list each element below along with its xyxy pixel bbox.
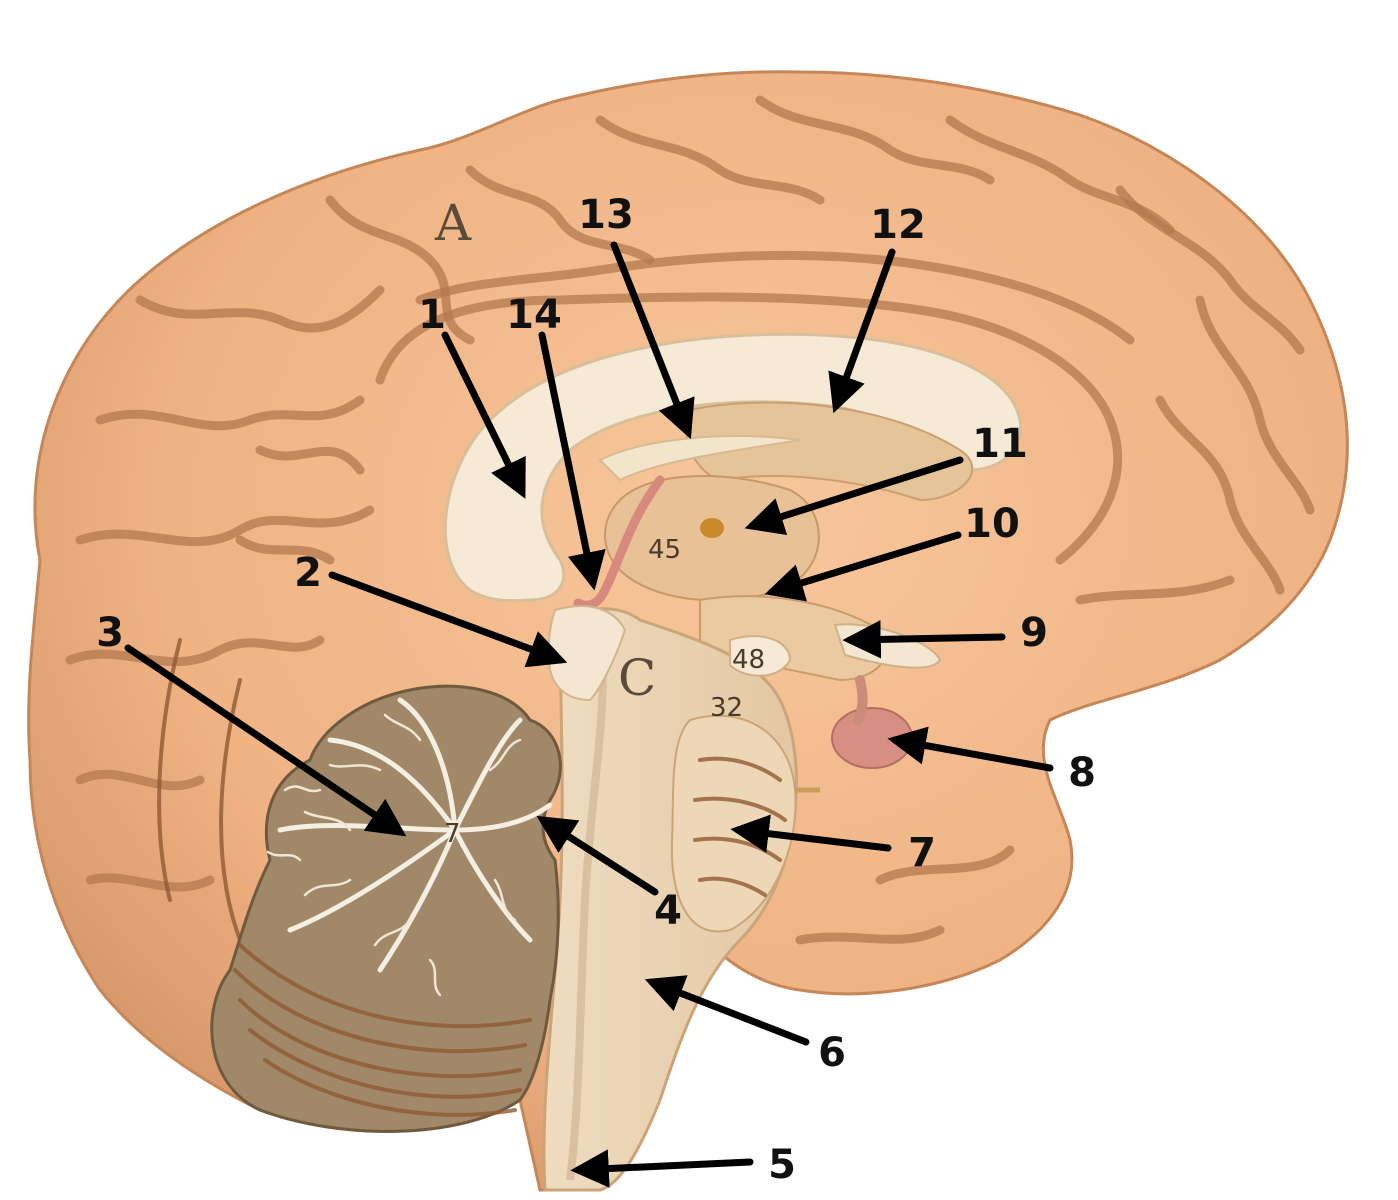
arrow-6 bbox=[644, 975, 810, 1046]
label-10: 10 bbox=[964, 501, 1020, 547]
cortex-sulci bbox=[65, 95, 1315, 945]
arrow-14 bbox=[538, 331, 606, 591]
callout-arrows bbox=[124, 241, 1054, 1188]
label-12: 12 bbox=[870, 202, 926, 248]
thalamus bbox=[604, 475, 820, 602]
arrow-3 bbox=[124, 644, 407, 837]
label-14: 14 bbox=[506, 292, 562, 338]
label-4: 4 bbox=[654, 888, 682, 934]
arrow-1 bbox=[441, 331, 526, 499]
arrow-12 bbox=[828, 248, 896, 414]
label-6: 6 bbox=[818, 1030, 846, 1076]
arrow-2 bbox=[328, 571, 568, 668]
model-mark-45: 45 bbox=[648, 535, 681, 565]
label-9: 9 bbox=[1020, 610, 1048, 656]
arrow-4 bbox=[536, 815, 659, 896]
choroid-plexus bbox=[573, 475, 665, 610]
model-mark-a: A bbox=[434, 194, 472, 252]
label-3: 3 bbox=[96, 610, 124, 656]
model-mark-7: 7 bbox=[444, 819, 461, 849]
arrow-8 bbox=[887, 726, 1054, 772]
mammillary-body bbox=[729, 635, 792, 677]
callout-labels: 1 2 3 4 5 6 7 8 9 10 11 12 13 14 bbox=[96, 192, 1096, 1188]
label-1: 1 bbox=[418, 292, 446, 338]
model-mark-c: C bbox=[618, 649, 656, 707]
infundibulum bbox=[853, 675, 868, 725]
arrow-10 bbox=[764, 531, 962, 602]
arrow-13 bbox=[610, 241, 695, 440]
fornix bbox=[598, 435, 801, 482]
label-2: 2 bbox=[294, 550, 322, 596]
label-5: 5 bbox=[768, 1142, 796, 1188]
arrow-7 bbox=[730, 814, 892, 853]
label-8: 8 bbox=[1068, 750, 1096, 796]
model-mark-32: 32 bbox=[710, 693, 743, 723]
cerebral-aqueduct bbox=[566, 639, 607, 1181]
model-mark-48: 48 bbox=[732, 645, 765, 675]
interthalamic-adhesion bbox=[700, 518, 724, 538]
label-7: 7 bbox=[908, 830, 936, 876]
label-13: 13 bbox=[578, 192, 634, 238]
arrow-11 bbox=[744, 456, 964, 536]
label-11: 11 bbox=[972, 421, 1028, 467]
cerebellum bbox=[210, 684, 562, 1133]
arrow-5 bbox=[570, 1149, 754, 1188]
arrow-9 bbox=[842, 620, 1006, 659]
